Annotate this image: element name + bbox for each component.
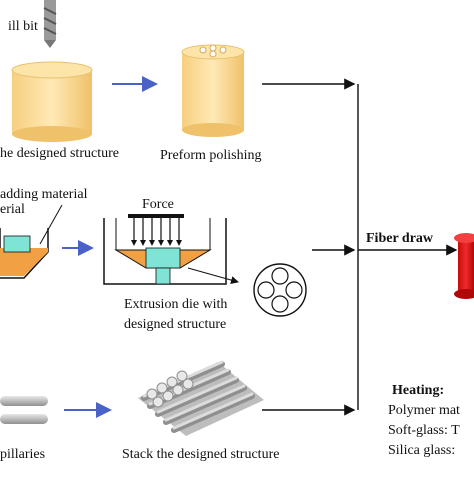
force-plate [128,214,184,246]
heating-soft-glass: Soft-glass: T [388,423,460,438]
force-label: Force [142,197,174,212]
drill-bit-label: ill bit [8,19,38,34]
drill-bit-icon [43,0,57,48]
drawn-fiber-preform [454,233,474,299]
cladding-pointer [39,204,63,245]
polished-preform-cylinder [181,44,245,137]
heating-silica-glass: Silica glass: [388,443,455,458]
extrusion-die-label-1: Extrusion die with [124,297,227,312]
extrusion-container-left [0,228,49,279]
process-connector-lines [262,78,359,416]
heating-polymer: Polymer mat [388,403,460,418]
preform-polishing-label: Preform polishing [160,148,262,163]
die-pointer-arrow [187,267,239,284]
capillary-tubes-icon [0,396,48,424]
fiber-cross-section [253,263,307,317]
extrusion-die [103,218,227,285]
core-material-label: erial [0,202,25,217]
heating-title: Heating: [392,383,444,398]
stacked-preform-bundle [138,360,264,436]
stack-label: Stack the designed structure [122,447,279,462]
capillaries-label: pillaries [0,447,45,462]
cladding-material-label: adding material [0,187,88,202]
designed-structure-label: he designed structure [0,146,119,161]
drilled-preform-cylinder [11,61,93,142]
extrusion-die-label-2: designed structure [124,317,226,332]
fiber-draw-label: Fiber draw [366,231,434,246]
